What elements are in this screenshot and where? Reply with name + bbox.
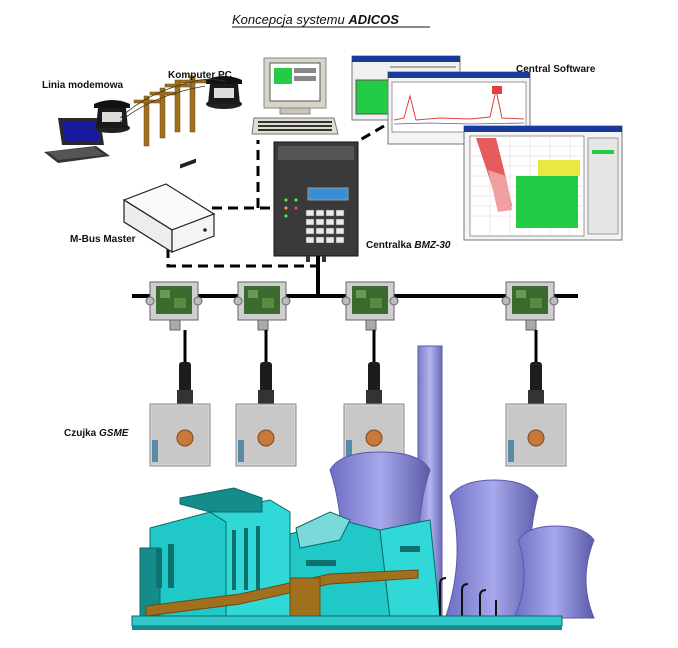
junction-box-4 — [501, 281, 559, 331]
modem-line-label: Linia modemowa — [42, 80, 124, 91]
telephone-poles — [119, 75, 227, 147]
software-window-3 — [463, 125, 623, 241]
sensor-4 — [505, 330, 567, 467]
software-window-2 — [387, 71, 531, 145]
junction-box-3 — [341, 281, 399, 331]
telephone-icon-right — [206, 76, 242, 109]
pc-icon — [251, 57, 339, 135]
sensor-label: Czujka GSME — [64, 428, 129, 439]
junction-box-2 — [233, 281, 291, 331]
dashed-links — [166, 124, 385, 268]
sensor-1 — [149, 330, 211, 467]
central-unit-icon — [273, 141, 359, 262]
power-plant-illustration — [131, 345, 595, 630]
central-label: Centralka BMZ-30 — [366, 240, 451, 251]
mbus-label: M-Bus Master — [70, 234, 136, 245]
laptop-icon — [44, 118, 110, 163]
software-label: Central Software — [516, 64, 596, 75]
telephone-icon-left — [94, 100, 130, 133]
sensor-3 — [343, 330, 405, 467]
mbus-master-icon — [122, 158, 216, 254]
sensor-2 — [235, 330, 297, 467]
diagram-title: Koncepcja systemu ADICOS — [232, 12, 399, 27]
junction-box-1 — [145, 281, 203, 331]
pc-label: Komputer PC — [168, 70, 232, 81]
